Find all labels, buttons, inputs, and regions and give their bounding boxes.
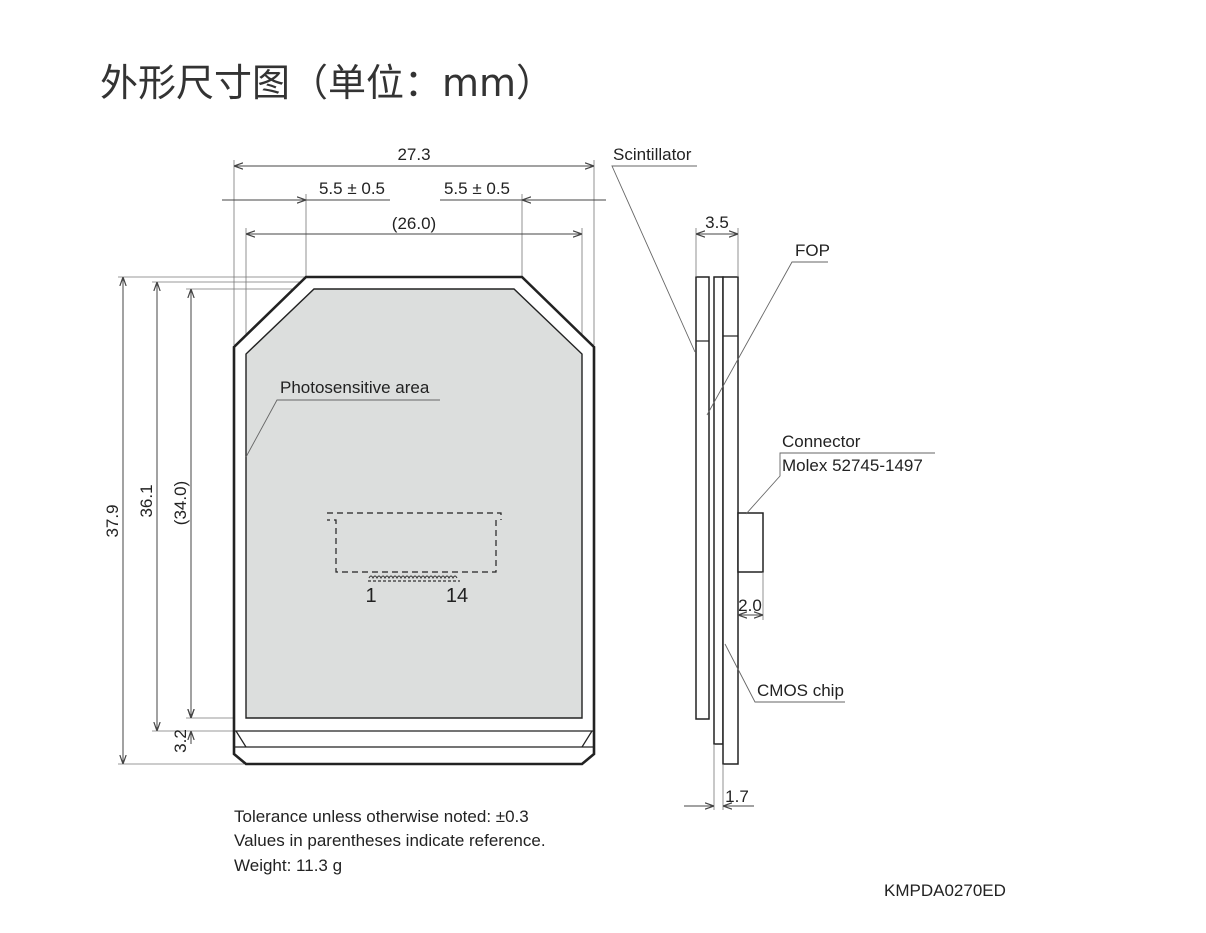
cmos-chip-label: CMOS chip (757, 681, 844, 700)
dim-right-chamfer-label: 5.5 ± 0.5 (444, 179, 510, 198)
dim-area-width-label: (26.0) (392, 214, 436, 233)
page-title: 外形尺寸图（单位：mm） (100, 61, 554, 105)
connector-block (737, 512, 764, 573)
dim-board-label: 1.7 (725, 787, 749, 806)
connector-label: Connector (782, 432, 861, 451)
dim-height-361-label: 36.1 (137, 484, 156, 517)
pin-1-label: 1 (365, 585, 376, 607)
connector-part-label: Molex 52745-1497 (782, 456, 923, 475)
note-weight: Weight: 11.3 g (234, 856, 342, 875)
scintillator-leader (611, 165, 697, 353)
pin-14-label: 14 (446, 585, 468, 607)
photosensitive-area-leader (245, 399, 440, 458)
scintillator-label: Scintillator (613, 145, 692, 164)
cmos-board-layer (722, 276, 739, 765)
dim-left-chamfer-label: 5.5 ± 0.5 (319, 179, 385, 198)
side-view: 3.5 2.0 1.7 Scintillator FOP Connector M… (611, 145, 935, 810)
fop-leader (706, 261, 828, 416)
dim-thickness-label: 3.5 (705, 213, 729, 232)
connector-outline-dashed (327, 512, 502, 573)
connector-pins (368, 575, 458, 580)
dim-connector-label: 2.0 (738, 596, 762, 615)
fop-layer (713, 276, 724, 745)
front-view: 27.3 5.5 ± 0.5 5.5 ± 0.5 (26.0) 37.9 36.… (103, 145, 606, 766)
note-reference: Values in parentheses indicate reference… (234, 831, 546, 850)
connector-leader (745, 452, 935, 515)
fop-label: FOP (795, 241, 830, 260)
note-tolerance: Tolerance unless otherwise noted: ±0.3 (234, 807, 529, 826)
dim-area-height-label: (34.0) (171, 481, 190, 525)
scintillator-layer (695, 276, 710, 720)
drawing-code: KMPDA0270ED (884, 881, 1006, 900)
photosensitive-area-label: Photosensitive area (280, 378, 430, 397)
dim-bottom-margin-label: 3.2 (171, 729, 190, 753)
dim-overall-width-label: 27.3 (397, 145, 430, 164)
dim-overall-height-label: 37.9 (103, 504, 122, 537)
photosensitive-area (245, 288, 583, 719)
cmos-chip-leader (724, 643, 845, 703)
